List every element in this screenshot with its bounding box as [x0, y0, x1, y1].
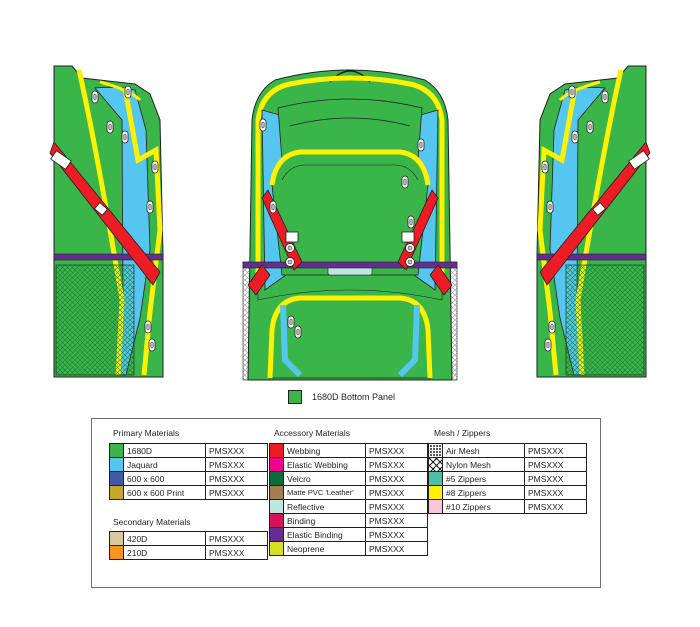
legend-swatch [109, 545, 124, 560]
legend-material-label: Nylon Mesh [442, 457, 525, 472]
legend-material-label: #5 Zippers [442, 471, 525, 486]
legend-material-label: 600 x 600 [123, 471, 206, 486]
bottom-panel-label: 1680D Bottom Panel [312, 392, 396, 402]
legend-pms-code: PMSXXX [524, 471, 587, 486]
legend-material-label: Webbing [283, 443, 366, 458]
right-side-bottom-mesh [565, 264, 645, 376]
legend-row: Matte PVC 'Leather'PMSXXX [269, 485, 428, 500]
legend-pms-code: PMSXXX [205, 545, 268, 560]
legend-pms-code: PMSXXX [205, 531, 268, 546]
legend-pms-code: PMSXXX [205, 443, 268, 458]
legend-swatch [428, 499, 443, 514]
legend-swatch [109, 457, 124, 472]
legend-swatch [428, 471, 443, 486]
legend-pms-code: PMSXXX [524, 457, 587, 472]
right-side-view [536, 65, 651, 378]
legend-material-label: Reflective [283, 499, 366, 514]
left-side-bottom-mesh [55, 264, 135, 376]
left-side-binding [53, 253, 164, 261]
legend-pms-code: PMSXXX [205, 485, 268, 500]
legend-pms-code: PMSXXX [205, 471, 268, 486]
primary-materials-title: Primary Materials [113, 428, 180, 438]
legend-pms-code: PMSXXX [365, 513, 428, 528]
legend-material-label: Binding [283, 513, 366, 528]
legend-pms-code: PMSXXX [524, 485, 587, 500]
legend-swatch [269, 485, 284, 500]
left-side-view [49, 65, 164, 378]
legend-material-label: 600 x 600 Print [123, 485, 206, 500]
legend-material-label: #10 Zippers [442, 499, 525, 514]
legend-swatch [269, 499, 284, 514]
legend-pms-code: PMSXXX [205, 457, 268, 472]
legend-material-label: Jaquard [123, 457, 206, 472]
legend-swatch [428, 443, 443, 458]
legend-pms-code: PMSXXX [365, 443, 428, 458]
legend-material-label: Matte PVC 'Leather' [283, 485, 366, 500]
secondary-materials-title: Secondary Materials [113, 517, 191, 527]
legend-swatch [269, 457, 284, 472]
legend-swatch [269, 527, 284, 542]
left-side-webbing [49, 141, 161, 286]
legend-swatch [428, 457, 443, 472]
legend-material-label: Elastic Webbing [283, 457, 366, 472]
mesh-zippers-title: Mesh / Zippers [434, 428, 491, 438]
legend-material-label: 1680D [123, 443, 206, 458]
legend-material-label: Elastic Binding [283, 527, 366, 542]
legend-pms-code: PMSXXX [365, 457, 428, 472]
right-side-binding [536, 253, 647, 261]
right-side-webbing [539, 141, 651, 286]
bottom-panel-note: 1680D Bottom Panel [288, 390, 395, 404]
legend-swatch [269, 541, 284, 556]
legend-swatch [269, 471, 284, 486]
legend-pms-code: PMSXXX [365, 485, 428, 500]
legend-pms-code: PMSXXX [365, 471, 428, 486]
front-view [242, 69, 458, 381]
legend-material-label: 420D [123, 531, 206, 546]
legend-material-label: #8 Zippers [442, 485, 525, 500]
legend-swatch [269, 513, 284, 528]
legend-material-label: Neoprene [283, 541, 366, 556]
accessory-materials-title: Accessory Materials [274, 428, 351, 438]
legend-pms-code: PMSXXX [524, 443, 587, 458]
legend-swatch [109, 531, 124, 546]
legend-material-label: 210D [123, 545, 206, 560]
legend-swatch [269, 443, 284, 458]
legend-swatch [109, 443, 124, 458]
legend-material-label: Velcro [283, 471, 366, 486]
front-binding [242, 261, 458, 269]
legend-swatch [109, 485, 124, 500]
backpack-illustration [49, 65, 651, 381]
legend-pms-code: PMSXXX [524, 499, 587, 514]
bottom-panel-swatch [288, 390, 302, 404]
legend-swatch [109, 471, 124, 486]
legend-material-label: Air Mesh [442, 443, 525, 458]
legend-pms-code: PMSXXX [365, 499, 428, 514]
legend-swatch [428, 485, 443, 500]
legend-pms-code: PMSXXX [365, 527, 428, 542]
legend-pms-code: PMSXXX [365, 541, 428, 556]
